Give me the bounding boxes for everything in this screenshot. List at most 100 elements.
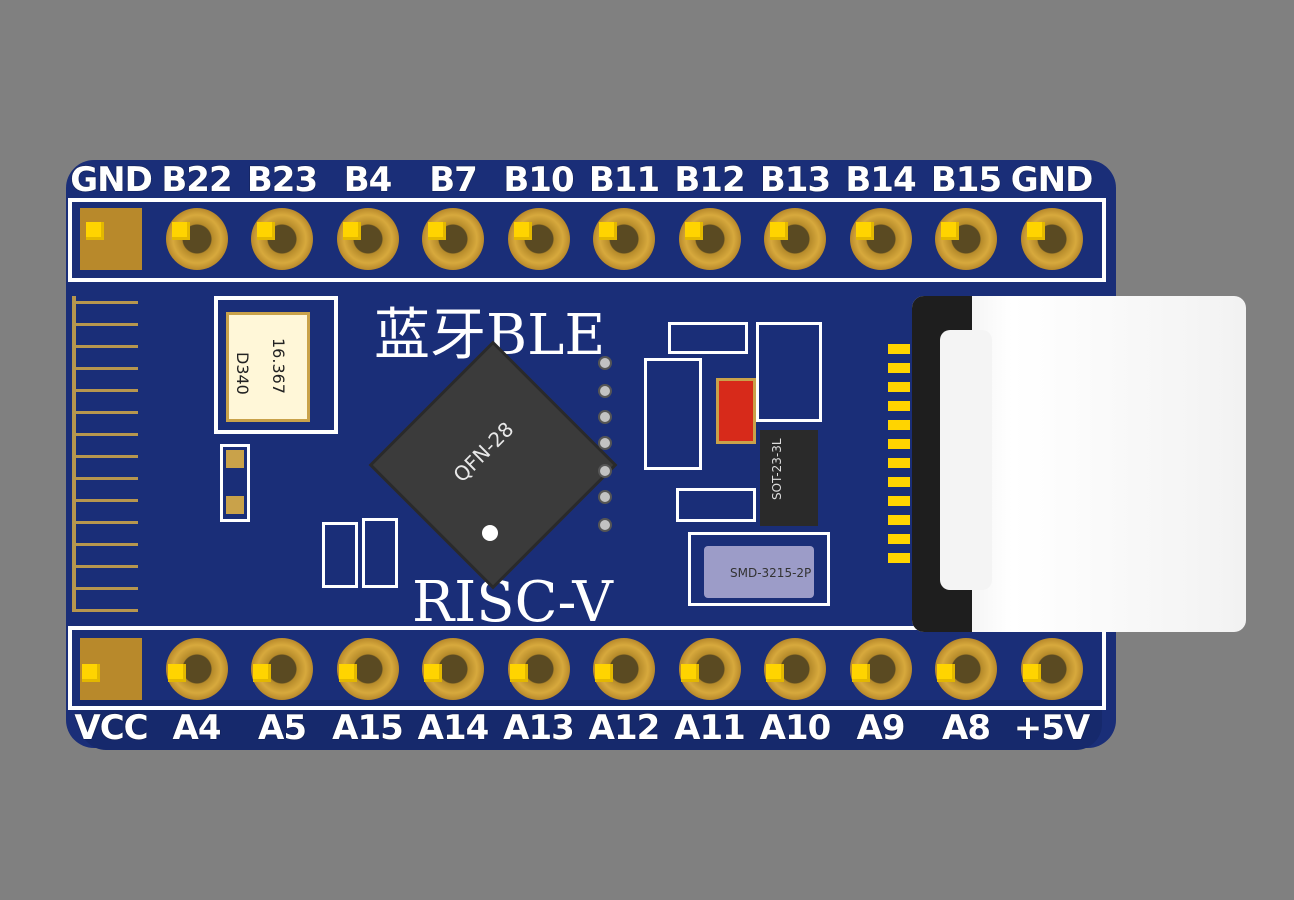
bottom-pin-label: A10 — [759, 708, 832, 748]
usb-contact-pad — [888, 515, 910, 525]
top-pin-label: B11 — [588, 160, 660, 200]
crystal-label-2: D340 — [233, 352, 252, 395]
bottom-pin — [764, 638, 826, 700]
regulator-label: SOT-23-3L — [770, 438, 784, 500]
bottom-pin — [422, 638, 484, 700]
via — [598, 518, 612, 532]
top-pin-label: B4 — [343, 160, 393, 200]
top-pin-tip — [684, 222, 703, 240]
bottom-pin-label: +5V — [1013, 708, 1090, 748]
top-pin — [1020, 208, 1083, 270]
bottom-pin — [165, 638, 228, 700]
via — [598, 490, 612, 504]
crystal-label-1: 16.367 — [269, 338, 288, 394]
top-pin — [422, 208, 484, 270]
bottom-pin-tip — [766, 664, 784, 682]
top-pin — [593, 208, 655, 270]
crystal-component — [226, 312, 310, 422]
top-header-outline — [68, 198, 1106, 282]
usb-contact-pad — [888, 439, 910, 449]
oscillator-label: SMD-3215-2P — [730, 566, 812, 580]
capacitor-c4 — [676, 488, 756, 522]
top-pin — [764, 208, 826, 270]
top-pin-label: B10 — [503, 160, 574, 200]
bottom-pin-label: A4 — [172, 708, 222, 748]
oscillator-component — [704, 546, 814, 598]
top-pin-label: B14 — [845, 160, 916, 200]
usb-contact-pad — [888, 420, 910, 430]
led-red — [716, 378, 756, 444]
top-pin — [251, 208, 313, 270]
bottom-pin — [593, 638, 655, 700]
top-pin-label: B22 — [161, 160, 232, 200]
bottom-pin-label: A5 — [258, 708, 307, 748]
top-pin-tip — [1026, 222, 1045, 240]
top-pin-label: B23 — [246, 160, 318, 200]
top-pin-tip — [257, 222, 275, 240]
bottom-pin-tip — [937, 664, 955, 682]
resistor-array — [756, 322, 822, 422]
usb-contact-pad — [888, 496, 910, 506]
bottom-pin — [935, 638, 997, 700]
bottom-pin — [678, 638, 741, 700]
bottom-pin-tip — [595, 664, 613, 682]
bottom-pin-tip — [1022, 664, 1041, 682]
bottom-pin — [336, 638, 399, 700]
top-pin-tip — [855, 222, 874, 240]
top-pin-label: GND — [1010, 160, 1094, 200]
bottom-pin-tip — [338, 664, 357, 682]
capacitor-c3 — [362, 518, 398, 588]
bottom-pin-label: VCC — [74, 708, 148, 748]
usb-contact-pad — [888, 477, 910, 487]
bottom-pin-tip — [509, 664, 528, 682]
top-pin — [507, 208, 570, 270]
capacitor-c1 — [220, 444, 250, 522]
capacitor-c1-pad — [226, 496, 244, 514]
top-pin-tip — [428, 222, 446, 240]
bottom-pin-tip — [253, 664, 271, 682]
bottom-header-outline — [68, 626, 1106, 710]
diode — [644, 358, 702, 470]
top-pin — [678, 208, 741, 270]
usb-contact-pad — [888, 401, 910, 411]
antenna-trace — [72, 296, 138, 612]
bottom-pin-tip — [167, 664, 186, 682]
bottom-pin — [1020, 638, 1083, 700]
capacitor-c1-pad — [226, 450, 244, 468]
bottom-pin — [507, 638, 570, 700]
top-pin-tip — [86, 222, 104, 240]
top-pin — [80, 208, 142, 270]
usb-contact-pad — [888, 344, 910, 354]
via — [598, 410, 612, 424]
bottom-pin-tip — [424, 664, 442, 682]
resistor-r1 — [668, 322, 748, 354]
top-pin — [165, 208, 228, 270]
oscillator-outline — [688, 532, 830, 606]
bottom-pin-label: A8 — [942, 708, 991, 748]
via — [598, 356, 612, 370]
top-pin-tip — [171, 222, 190, 240]
bottom-pin — [849, 638, 912, 700]
bottom-pin-tip — [680, 664, 699, 682]
via — [598, 384, 612, 398]
usb-contact-pad — [888, 363, 910, 373]
regulator-chip — [760, 430, 818, 526]
bottom-pin-label: A12 — [588, 708, 661, 748]
top-pin-tip — [770, 222, 788, 240]
top-pin-label: GND — [70, 160, 153, 200]
top-pin-label: B15 — [930, 160, 1002, 200]
bottom-pin-tip — [851, 664, 870, 682]
top-pin-label: B12 — [674, 160, 745, 200]
top-pin-tip — [513, 222, 532, 240]
bottom-pin — [251, 638, 313, 700]
pin1-marker — [482, 525, 498, 541]
bottom-pin — [80, 638, 142, 700]
capacitor-c2 — [322, 522, 358, 588]
bottom-pin-label: A11 — [674, 708, 746, 748]
via — [598, 464, 612, 478]
usb-c-tongue — [940, 330, 992, 590]
top-pin — [849, 208, 912, 270]
top-pin-tip — [342, 222, 361, 240]
top-pin — [935, 208, 997, 270]
top-pin — [336, 208, 399, 270]
